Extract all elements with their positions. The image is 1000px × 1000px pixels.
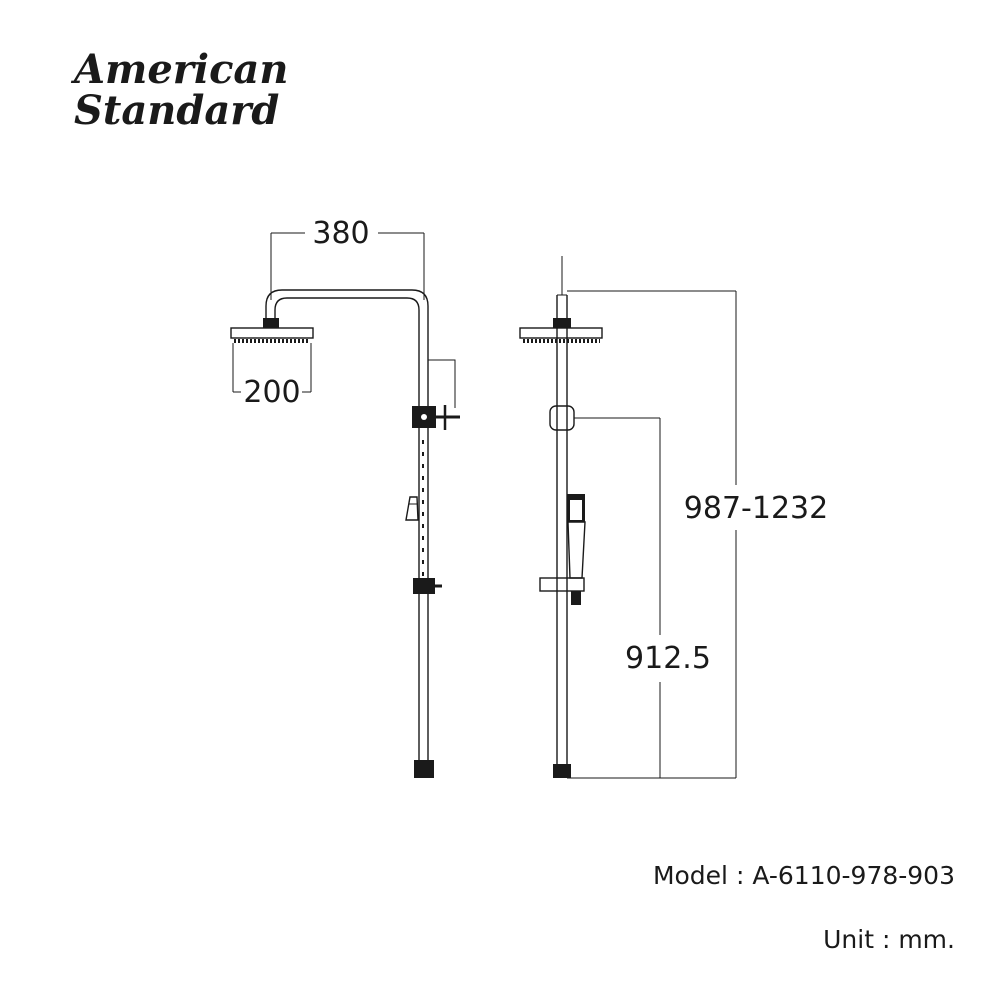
dimension-arm-reach: 380 <box>270 216 425 300</box>
dimension-slide-bar: 912.5 <box>574 417 711 778</box>
label-total-height: 987-1232 <box>684 491 828 526</box>
dimension-head-size: 200 <box>232 343 312 410</box>
shower-head-front <box>230 318 314 343</box>
side-view: 987-1232 912.5 <box>519 256 828 779</box>
front-view: 380 200 <box>230 216 460 778</box>
dimension-total-height: 987-1232 <box>567 290 828 779</box>
label-slide-bar-height: 912.5 <box>625 641 711 676</box>
hand-shower-side <box>539 494 586 605</box>
slide-bar-front <box>413 440 442 778</box>
unit-label: Unit : mm. <box>823 925 955 954</box>
pole-side <box>549 294 575 778</box>
hand-shower-front <box>405 496 419 521</box>
logo-line-standard: Standard <box>74 87 279 134</box>
logo-line-american: American <box>70 46 288 93</box>
diverter-front <box>412 359 460 430</box>
brand-logo: American Standard <box>70 46 288 134</box>
shower-arm <box>265 289 429 770</box>
model-number: Model : A-6110-978-903 <box>652 861 955 890</box>
label-arm-reach: 380 <box>312 216 369 251</box>
shower-head-side <box>519 318 603 343</box>
label-head-size: 200 <box>243 375 300 410</box>
